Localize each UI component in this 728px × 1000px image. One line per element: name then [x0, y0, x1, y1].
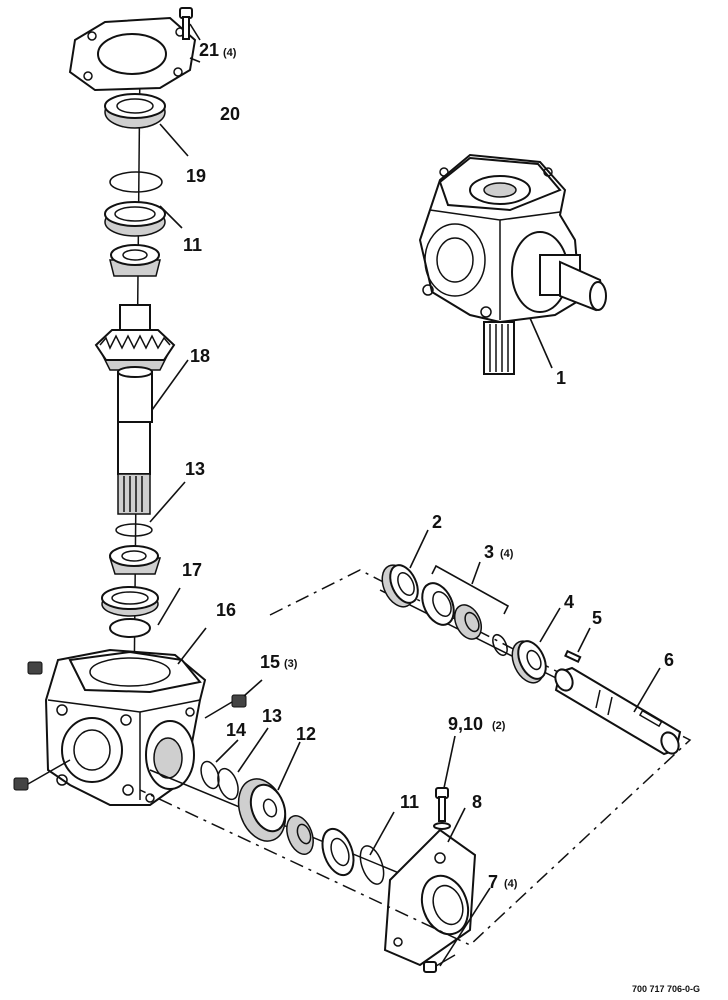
label-part-13-upper: 13 — [185, 459, 205, 479]
plug-left-lower — [13, 759, 71, 791]
label-part-19: 19 — [186, 166, 206, 186]
cover-plate-part-20 — [68, 16, 197, 92]
qty-part-9-10: (2) — [492, 720, 506, 732]
assembled-gearbox-part-1 — [418, 153, 607, 375]
label-part-21: 21 — [199, 40, 219, 60]
ring-under-part-17 — [109, 618, 151, 638]
label-part-2: 2 — [432, 512, 442, 532]
label-part-11-lower: 11 — [400, 792, 419, 812]
qty-part-15: (3) — [284, 658, 298, 670]
label-part-5: 5 — [592, 608, 602, 628]
seal-part-4 — [511, 640, 547, 684]
pinion-shaft-part-18 — [94, 304, 176, 515]
plug-left-upper — [27, 661, 43, 675]
bracket-part-3 — [431, 564, 510, 615]
snap-ring-part-11-lower — [359, 845, 385, 885]
label-part-12: 12 — [296, 724, 316, 744]
label-part-18: 18 — [190, 346, 210, 366]
bolt-washer-part-9-10 — [433, 787, 451, 830]
label-part-8: 8 — [472, 792, 482, 812]
output-shaft-part-6 — [554, 666, 682, 756]
label-part-9-10: 9,10 — [448, 714, 483, 734]
bearing-set-part-3 — [421, 582, 508, 657]
cone-bearing-lower — [108, 545, 162, 575]
part-labels: 21 (4) 20 19 11 18 13 17 16 15 (3) 14 13… — [182, 40, 674, 892]
label-part-15: 15 — [260, 652, 280, 672]
key-part-5 — [564, 649, 582, 664]
label-part-13-lower: 13 — [262, 706, 282, 726]
cap-screw-part-21 — [179, 7, 193, 40]
bearing-cup-part-11-upper — [104, 201, 166, 237]
qty-part-3: (4) — [500, 548, 514, 560]
snap-ring-upper — [109, 171, 163, 193]
cap-screw-part-7 — [423, 954, 456, 973]
label-part-11-upper: 11 — [183, 235, 202, 255]
bearing-cup-part-17 — [101, 586, 159, 617]
label-part-16: 16 — [216, 600, 236, 620]
seal-part-19 — [104, 93, 166, 129]
gearbox-housing-part-16 — [44, 648, 207, 806]
cone-bearing-upper — [109, 244, 161, 277]
label-part-7: 7 — [488, 872, 498, 892]
bevel-gear-part-12 — [237, 778, 287, 842]
label-part-1: 1 — [556, 368, 566, 388]
bearing-cup-part-2 — [381, 564, 419, 608]
label-part-6: 6 — [664, 650, 674, 670]
bearing-cap-part-8 — [383, 828, 477, 967]
drawing-code: 700 717 706-0-G — [632, 984, 700, 994]
leader-lines — [149, 23, 661, 967]
snap-ring-part-13-upper — [115, 523, 153, 537]
label-part-17: 17 — [182, 560, 202, 580]
bearing-cup-horizontal — [321, 827, 355, 877]
label-part-4: 4 — [564, 592, 574, 612]
assembly-phantom-outline — [139, 569, 692, 946]
cone-bearing-horizontal — [286, 815, 314, 855]
label-part-20: 20 — [220, 104, 240, 124]
snap-ring-part-13-lower — [217, 767, 239, 801]
qty-part-21: (4) — [223, 47, 237, 59]
label-part-14: 14 — [226, 720, 246, 740]
plug-part-15 — [204, 694, 247, 719]
label-part-3: 3 — [484, 542, 494, 562]
qty-part-7: (4) — [504, 878, 518, 890]
snap-ring-part-14 — [200, 760, 220, 790]
